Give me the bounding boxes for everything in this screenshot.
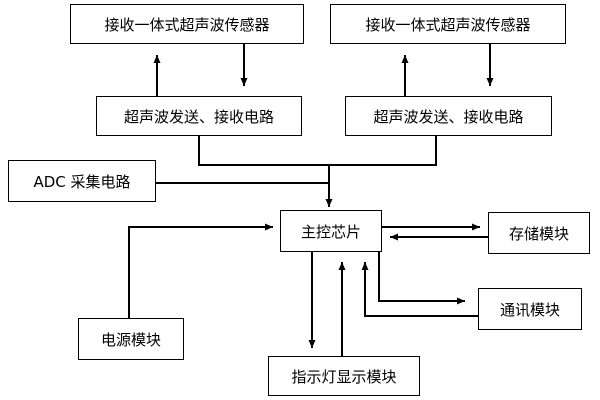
- indicator-box: 指示灯显示模块: [268, 356, 420, 396]
- main-chip-box: 主控芯片: [280, 210, 382, 252]
- comm-box: 通讯模块: [478, 288, 582, 330]
- comm-label: 通讯模块: [499, 300, 560, 319]
- circuit-right-box: 超声波发送、接收电路: [345, 96, 552, 136]
- storage-box: 存储模块: [488, 212, 590, 254]
- adc-box: ADC 采集电路: [8, 160, 156, 202]
- circuit-left-label: 超声波发送、接收电路: [123, 107, 274, 126]
- sensor-left-label: 接收一体式超声波传感器: [104, 15, 270, 34]
- sensor-left-box: 接收一体式超声波传感器: [70, 4, 304, 44]
- sensor-right-box: 接收一体式超声波传感器: [330, 4, 566, 44]
- circuit-left-box: 超声波发送、接收电路: [96, 96, 302, 136]
- main-chip-label: 主控芯片: [300, 222, 361, 241]
- arrow-chip-to-comm: [378, 252, 465, 305]
- power-label: 电源模块: [100, 330, 161, 349]
- circuit-right-label: 超声波发送、接收电路: [373, 107, 524, 126]
- storage-label: 存储模块: [508, 224, 569, 243]
- indicator-label: 指示灯显示模块: [291, 367, 397, 386]
- bus-circuits: [198, 136, 437, 166]
- power-box: 电源模块: [78, 318, 184, 360]
- adc-label: ADC 采集电路: [33, 172, 131, 191]
- arrow-comm-to-chip: [361, 262, 478, 317]
- sensor-right-label: 接收一体式超声波传感器: [365, 15, 531, 34]
- arrow-power-to-chip: [128, 223, 273, 318]
